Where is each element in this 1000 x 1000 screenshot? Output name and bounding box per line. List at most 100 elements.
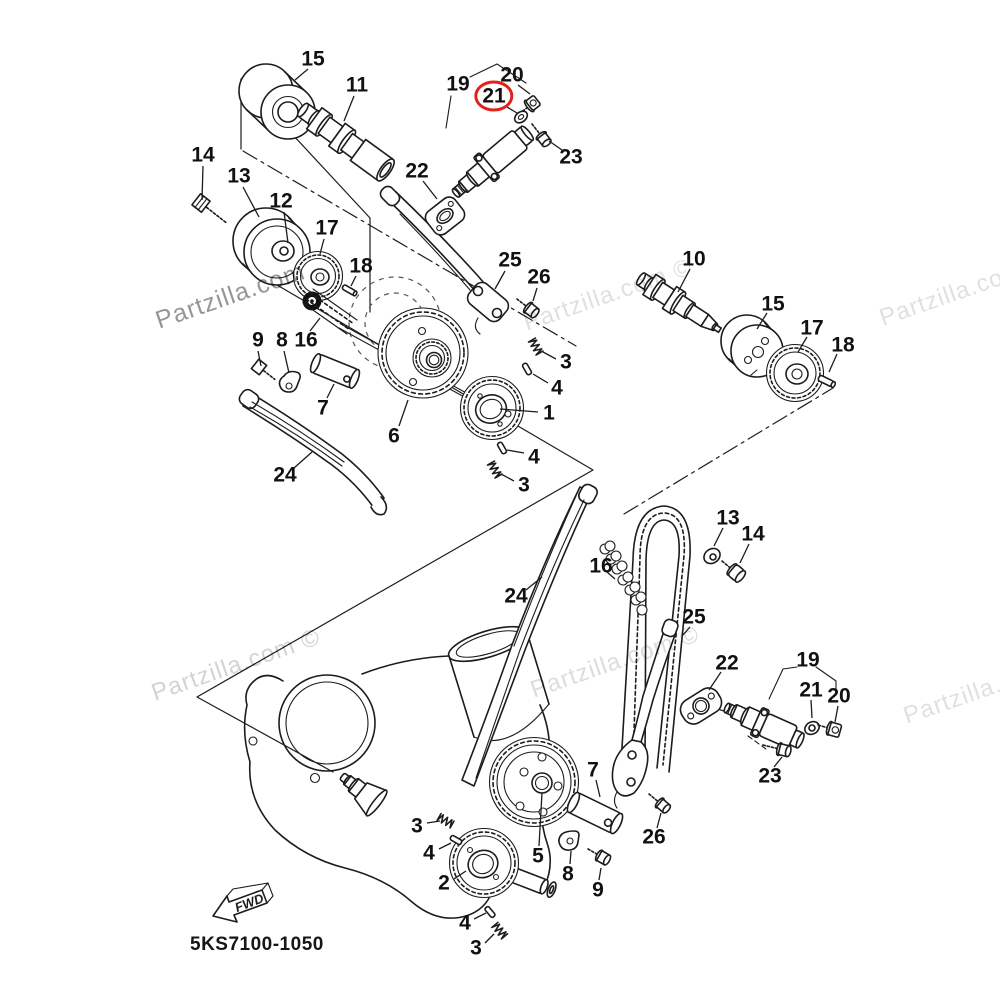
callout-17[interactable]: 17 [800, 316, 824, 340]
callout-20[interactable]: 20 [827, 684, 851, 708]
callout-16[interactable]: 16 [589, 554, 613, 578]
leader-16 [606, 571, 616, 580]
leader-20 [834, 705, 839, 723]
gear-17-right [765, 343, 825, 403]
leader-15 [756, 312, 768, 330]
callout-4[interactable]: 4 [423, 841, 435, 865]
tensioner-gasket-upper [424, 196, 466, 236]
leader-3 [500, 473, 515, 482]
leader-4 [438, 842, 452, 850]
label-brackets [445, 63, 837, 700]
pin-4b-upper [496, 441, 508, 455]
drive-plate-12 [232, 207, 311, 286]
callout-26[interactable]: 26 [527, 265, 551, 289]
callout-15[interactable]: 15 [761, 292, 785, 316]
callout-20[interactable]: 20 [500, 63, 524, 87]
gear-timing-40t [488, 736, 580, 828]
callout-2[interactable]: 2 [438, 871, 450, 895]
callout-24[interactable]: 24 [273, 463, 297, 487]
callout-14[interactable]: 14 [191, 143, 215, 167]
hook-8-upper [278, 370, 301, 393]
pin-4b-lower [484, 905, 496, 919]
callout-24[interactable]: 24 [504, 584, 528, 608]
leader-23 [548, 140, 563, 151]
callout-12[interactable]: 12 [269, 189, 293, 213]
leader-22 [708, 671, 722, 691]
callout-7[interactable]: 7 [317, 396, 329, 420]
leader-7 [326, 383, 335, 399]
callout-19[interactable]: 19 [796, 648, 820, 672]
callout-22[interactable]: 22 [715, 651, 739, 675]
callout-3[interactable]: 3 [411, 814, 423, 838]
leader-13 [713, 527, 724, 547]
callout-22[interactable]: 22 [405, 159, 429, 183]
callout-18[interactable]: 18 [831, 333, 855, 357]
callout-10[interactable]: 10 [682, 247, 706, 271]
callout-11[interactable]: 11 [345, 73, 369, 97]
callout-3[interactable]: 3 [518, 473, 530, 497]
bolt-9-lower [587, 848, 612, 866]
callout-21-highlighted[interactable]: 21 [474, 80, 514, 112]
chain-guide-front-upper [379, 185, 510, 335]
callout-5[interactable]: 5 [532, 844, 544, 868]
callout-3[interactable]: 3 [560, 350, 572, 374]
callout-8[interactable]: 8 [562, 862, 574, 886]
callout-13[interactable]: 13 [716, 506, 740, 530]
callout-15[interactable]: 15 [301, 47, 325, 71]
leader-8 [283, 350, 290, 374]
leader-1 [499, 408, 539, 413]
callout-1[interactable]: 1 [543, 401, 555, 425]
callout-17[interactable]: 17 [315, 216, 339, 240]
balancer-gear-lower [448, 827, 557, 899]
leader-22 [422, 180, 438, 200]
leader-25 [681, 626, 691, 637]
leader-9 [257, 350, 262, 367]
leader-14 [739, 543, 750, 564]
callout-4[interactable]: 4 [528, 445, 540, 469]
tensioner-bolt-lower [762, 741, 792, 758]
callout-23[interactable]: 23 [758, 764, 782, 788]
leader-14 [201, 165, 204, 201]
tensioner-gasket-lower [679, 687, 723, 725]
roller-7-upper [309, 352, 361, 390]
cam-sprocket-roller [238, 63, 316, 140]
leader-16 [309, 317, 321, 332]
spring-3a-upper [527, 337, 544, 356]
leader-11 [343, 95, 355, 122]
callout-26[interactable]: 26 [642, 825, 666, 849]
tensioner-bolt-upper [531, 123, 552, 148]
callout-9[interactable]: 9 [592, 878, 604, 902]
diagram-part-code: 5KS7100-1050 [190, 934, 324, 955]
balancer-gear-1 [459, 375, 525, 441]
callout-6[interactable]: 6 [388, 424, 400, 448]
leader-3 [542, 351, 557, 360]
callout-4[interactable]: 4 [551, 376, 563, 400]
callout-13[interactable]: 13 [227, 164, 251, 188]
callout-14[interactable]: 14 [741, 522, 765, 546]
callout-3[interactable]: 3 [470, 936, 482, 960]
leader-18 [350, 275, 357, 287]
callout-9[interactable]: 9 [252, 328, 264, 352]
leader-2 [453, 870, 467, 880]
callout-19[interactable]: 19 [446, 72, 470, 96]
callout-25[interactable]: 25 [498, 248, 522, 272]
leader-13 [242, 186, 260, 218]
callout-4[interactable]: 4 [459, 911, 471, 935]
spring-3b-lower [490, 921, 509, 940]
leader-7 [595, 779, 601, 798]
fwd-label: FWD [233, 890, 267, 915]
bolt-14-upper [191, 192, 228, 224]
callout-16[interactable]: 16 [294, 328, 318, 352]
callout-21[interactable]: 21 [799, 678, 823, 702]
leader-26 [656, 812, 662, 829]
callout-18[interactable]: 18 [349, 254, 373, 278]
leader-21 [810, 699, 813, 719]
leader-15 [294, 68, 309, 81]
callout-8[interactable]: 8 [276, 328, 288, 352]
callout-7[interactable]: 7 [587, 758, 599, 782]
primary-driven-gear-6 [377, 307, 469, 399]
leader-3 [426, 820, 441, 824]
chain-guide-24-upper [238, 388, 388, 516]
callout-25[interactable]: 25 [682, 605, 706, 629]
callout-23[interactable]: 23 [559, 145, 583, 169]
